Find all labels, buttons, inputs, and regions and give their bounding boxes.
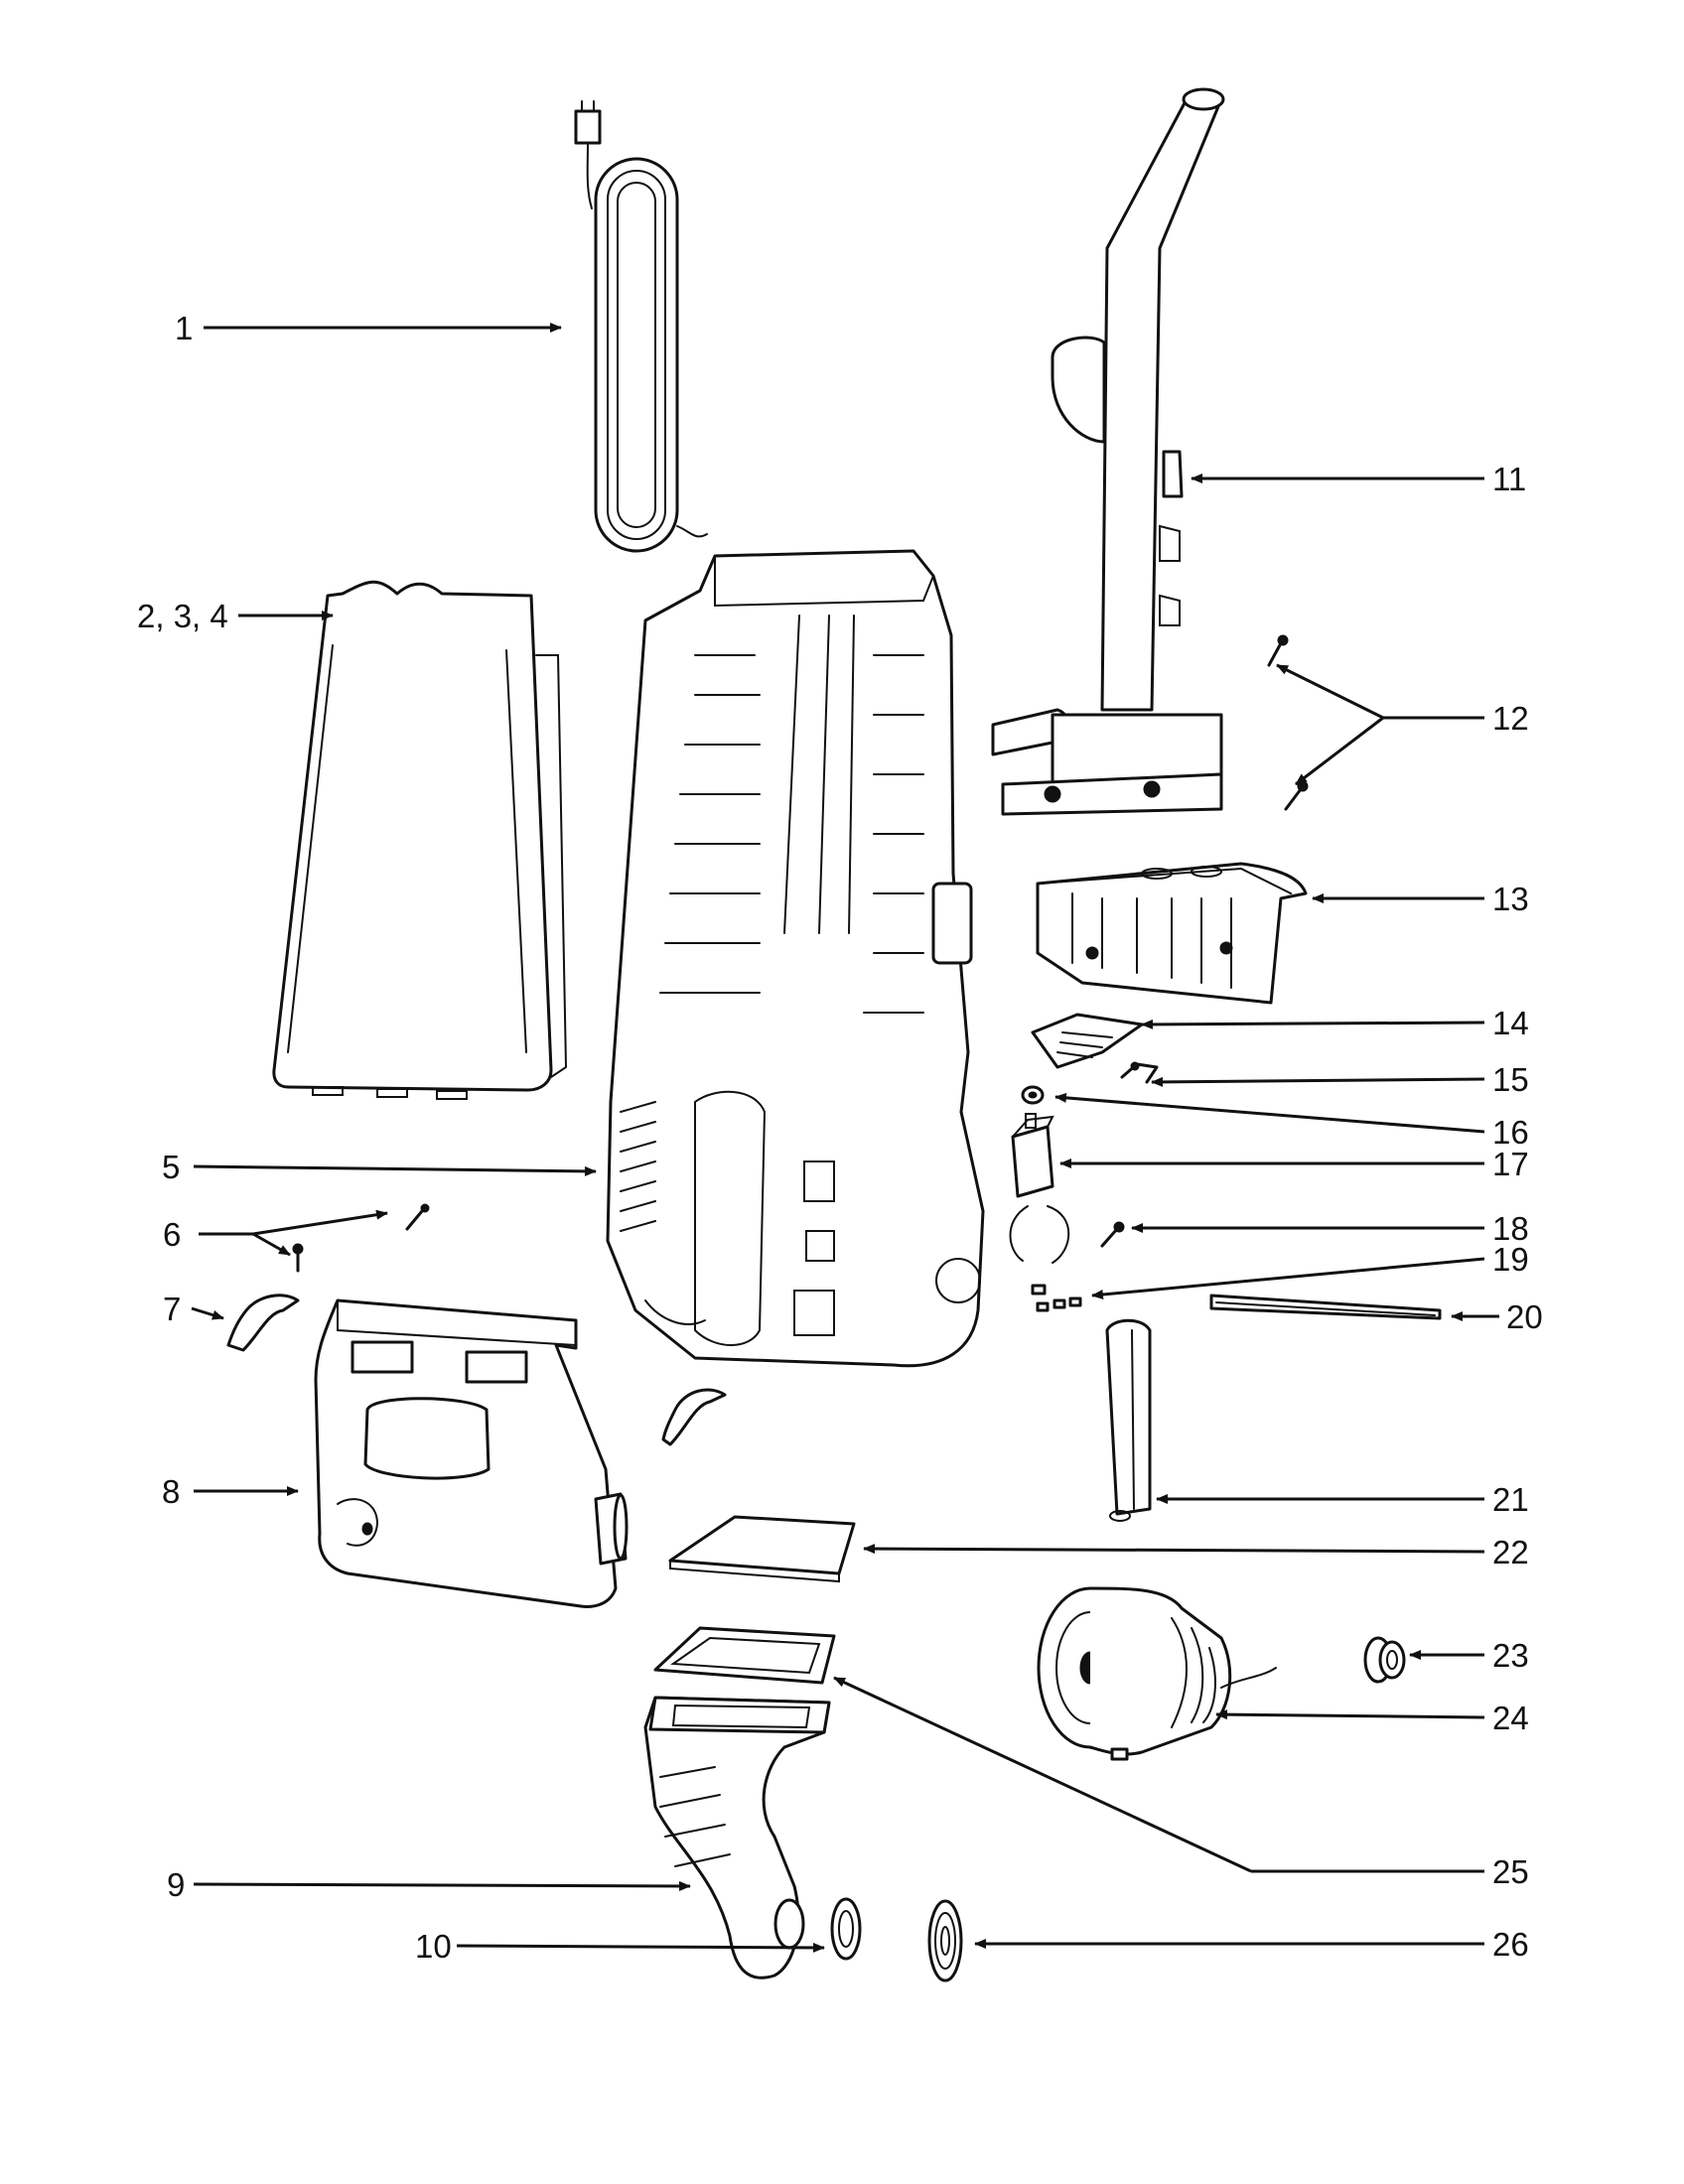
part-13-handle-bracket bbox=[1036, 862, 1308, 1005]
part-23-motor-seal bbox=[1363, 1636, 1406, 1684]
callout-9: 9 bbox=[167, 1866, 185, 1903]
callout-10: 10 bbox=[415, 1928, 452, 1965]
part-12-screws bbox=[1267, 634, 1309, 811]
part-11-handle-assembly bbox=[991, 87, 1225, 816]
leader-lines bbox=[191, 323, 1499, 1953]
callout-labels: 1 2, 3, 4 5 6 7 8 9 10 11 12 13 14 15 16… bbox=[137, 310, 1543, 1965]
part-8-nozzle-housing bbox=[314, 1298, 629, 1608]
part-1-power-cord bbox=[574, 100, 708, 553]
callout-20: 20 bbox=[1506, 1298, 1543, 1335]
callout-25: 25 bbox=[1492, 1853, 1529, 1890]
callout-8: 8 bbox=[162, 1473, 180, 1510]
callout-6: 6 bbox=[163, 1216, 181, 1253]
callout-24: 24 bbox=[1492, 1700, 1529, 1736]
part-20-rod bbox=[1209, 1294, 1442, 1320]
callout-21: 21 bbox=[1492, 1481, 1529, 1518]
part-26-gasket bbox=[927, 1899, 963, 1982]
part-22-filter bbox=[668, 1515, 856, 1583]
part-2-3-4-bag-cover bbox=[272, 580, 568, 1100]
part-17-switch bbox=[1009, 1113, 1070, 1264]
part-latch-loose bbox=[661, 1388, 727, 1446]
callout-1: 1 bbox=[175, 310, 193, 346]
part-9-motor-duct bbox=[643, 1696, 831, 1979]
part-15-spring bbox=[1120, 1061, 1159, 1084]
part-16-washer bbox=[1021, 1085, 1045, 1105]
callout-11: 11 bbox=[1492, 461, 1526, 497]
callout-16: 16 bbox=[1492, 1114, 1529, 1151]
part-19-wire-connectors bbox=[1031, 1284, 1082, 1312]
part-24-motor bbox=[1037, 1586, 1277, 1761]
part-10-gasket bbox=[830, 1897, 862, 1961]
part-21-side-panel bbox=[1105, 1318, 1152, 1522]
callout-26: 26 bbox=[1492, 1926, 1529, 1963]
part-5-main-housing bbox=[606, 549, 985, 1368]
callout-17: 17 bbox=[1492, 1146, 1529, 1182]
callout-12: 12 bbox=[1492, 700, 1529, 737]
part-25-filter-frame bbox=[653, 1626, 836, 1685]
callout-2-3-4: 2, 3, 4 bbox=[137, 598, 228, 634]
callout-7: 7 bbox=[163, 1291, 181, 1327]
part-7-latch bbox=[226, 1294, 300, 1352]
callout-15: 15 bbox=[1492, 1061, 1529, 1098]
callout-23: 23 bbox=[1492, 1637, 1529, 1674]
callout-19: 19 bbox=[1492, 1241, 1529, 1278]
part-6-screws bbox=[292, 1203, 430, 1273]
callout-22: 22 bbox=[1492, 1534, 1529, 1570]
callout-14: 14 bbox=[1492, 1005, 1529, 1041]
callout-13: 13 bbox=[1492, 881, 1529, 917]
part-14-switch-plate bbox=[1031, 1013, 1144, 1069]
part-18-screw bbox=[1100, 1221, 1125, 1248]
callout-18: 18 bbox=[1492, 1210, 1529, 1247]
callout-5: 5 bbox=[162, 1149, 180, 1185]
